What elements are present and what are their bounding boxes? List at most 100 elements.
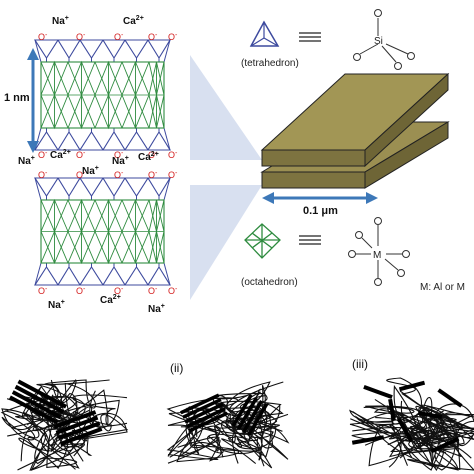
clay-platelet: [55, 415, 99, 435]
oxygen-label: O-: [168, 150, 178, 160]
clay-platelet: [188, 411, 228, 433]
oxygen-label: O-: [76, 32, 86, 42]
oxygen-label: O-: [76, 286, 86, 296]
platelet-width-label: 0.1 μm: [303, 205, 338, 217]
interlayer-spacing-label: 1 nm: [4, 92, 30, 104]
polymer-chain: [27, 425, 93, 470]
tetrahedron-unit: [147, 39, 171, 60]
tetrahedron-unit: [147, 130, 171, 151]
clay-platelet: [17, 379, 68, 409]
na-ion-label: Na+: [82, 165, 99, 177]
polymer-chain: [364, 424, 433, 468]
silicon-atom-label: Si: [374, 36, 383, 47]
clay-platelet: [398, 380, 426, 392]
clay-platelet: [388, 398, 396, 422]
clay-platelet: [437, 388, 463, 408]
clay-platelet: [57, 421, 101, 441]
oxygen-label: O-: [38, 32, 48, 42]
oxygen-label: O-: [168, 32, 178, 42]
octahedron-label: (octahedron): [241, 277, 298, 288]
tetrahedron-unit: [78, 39, 105, 60]
oxygen-label: O-: [168, 286, 178, 296]
morphology-label-ii: (ii): [170, 361, 183, 375]
polymer-chain: [167, 403, 240, 464]
tetrahedron-unit: [33, 265, 60, 286]
tetrahedron-unit: [102, 265, 126, 286]
oxygen-label: O-: [114, 150, 124, 160]
polymer-chain: [389, 403, 474, 447]
morphology-panel-ii: [166, 381, 290, 469]
ca-ion-label: Ca2+: [50, 149, 71, 161]
tetrahedron-legend: (tetrahedron) Si: [241, 9, 415, 70]
oxygen-label: O-: [38, 170, 48, 180]
morphology-panel-i: [0, 379, 129, 471]
clay-platelet: [184, 402, 224, 424]
platelet-width-arrow: [262, 192, 378, 204]
interlayer-spacing-arrow: [27, 48, 39, 153]
oxygen-label: O-: [76, 150, 86, 160]
clay-platelet: [53, 410, 97, 429]
polymer-chain: [349, 409, 441, 441]
clay-platelet: [417, 410, 443, 420]
clay-platelet: [396, 417, 414, 443]
clay-platelet: [180, 393, 220, 415]
tetrahedron-unit: [33, 177, 60, 198]
tetrahedron-unit: [123, 177, 150, 198]
oxygen-label: O-: [168, 170, 178, 180]
polymer-chain: [73, 411, 129, 442]
clay-platelet: [247, 403, 269, 436]
oxygen-label: O-: [114, 32, 124, 42]
polymer-chain: [387, 417, 445, 459]
clay-platelet: [236, 397, 258, 430]
polymer-chain: [250, 427, 290, 467]
clay-platelet: [242, 400, 264, 433]
clay-platelet: [231, 394, 253, 427]
octahedron-icon: [244, 223, 281, 259]
tetrahedron-unit: [102, 130, 126, 151]
oxygen-label: O-: [76, 170, 86, 180]
clay-platelet: [14, 384, 65, 414]
tetrahedron-icon: [249, 20, 280, 47]
tetrahedron-unit: [57, 39, 81, 60]
oxygen-label: O-: [148, 150, 158, 160]
metal-atom-label: M: [373, 250, 381, 261]
equivalence-sign: [299, 32, 321, 42]
tetrahedron-unit: [102, 39, 126, 60]
upper-slab-front: [261, 149, 366, 167]
sio4-structure: [353, 9, 415, 70]
equivalence-sign: [299, 235, 321, 245]
tetrahedron-unit: [102, 177, 126, 198]
na-ion-label: Na+: [48, 299, 65, 311]
clay-platelet: [59, 427, 103, 446]
lower-slab-side: [364, 121, 449, 189]
tetrahedron-unit: [78, 177, 105, 198]
tetrahedron-unit: [33, 39, 60, 60]
polymer-chain: [0, 396, 77, 441]
clay-platelet: [363, 384, 393, 400]
zoom-funnel: [190, 55, 262, 300]
oxygen-label: O-: [38, 150, 48, 160]
clay-platelet: [186, 407, 226, 428]
tetrahedron-unit: [57, 130, 81, 151]
ca-ion-label: Ca2+: [123, 15, 144, 27]
ca-ion-label: Ca2+: [138, 151, 159, 163]
ca-ion-label: Ca2+: [100, 294, 121, 306]
polymer-chain: [32, 389, 128, 432]
clay-platelet: [11, 390, 62, 420]
oxygen-label: O-: [114, 286, 124, 296]
clay-platelet: [351, 435, 385, 445]
clay-platelet-stack: [260, 72, 450, 189]
upper-slab-side: [364, 72, 449, 168]
morphology-label-iii: (iii): [352, 357, 368, 371]
metal-note: M: Al or M: [420, 282, 465, 293]
tetrahedron-unit: [123, 130, 150, 151]
oxygen-label: O-: [38, 286, 48, 296]
morphology-panel-iii: [349, 377, 474, 471]
cation-labels: Na+ Ca2+ Na+ Ca2+ Na+ Na+ Ca2+ Na+ Ca2+ …: [18, 15, 165, 315]
upper-silicate-layer: O-O-O-O-O-O-O-O-O-O-: [33, 32, 178, 160]
clay-platelet: [430, 436, 460, 454]
tetrahedron-unit: [57, 177, 81, 198]
oxygen-label: O-: [148, 286, 158, 296]
tetrahedron-unit: [78, 130, 105, 151]
tetrahedron-unit: [78, 265, 105, 286]
